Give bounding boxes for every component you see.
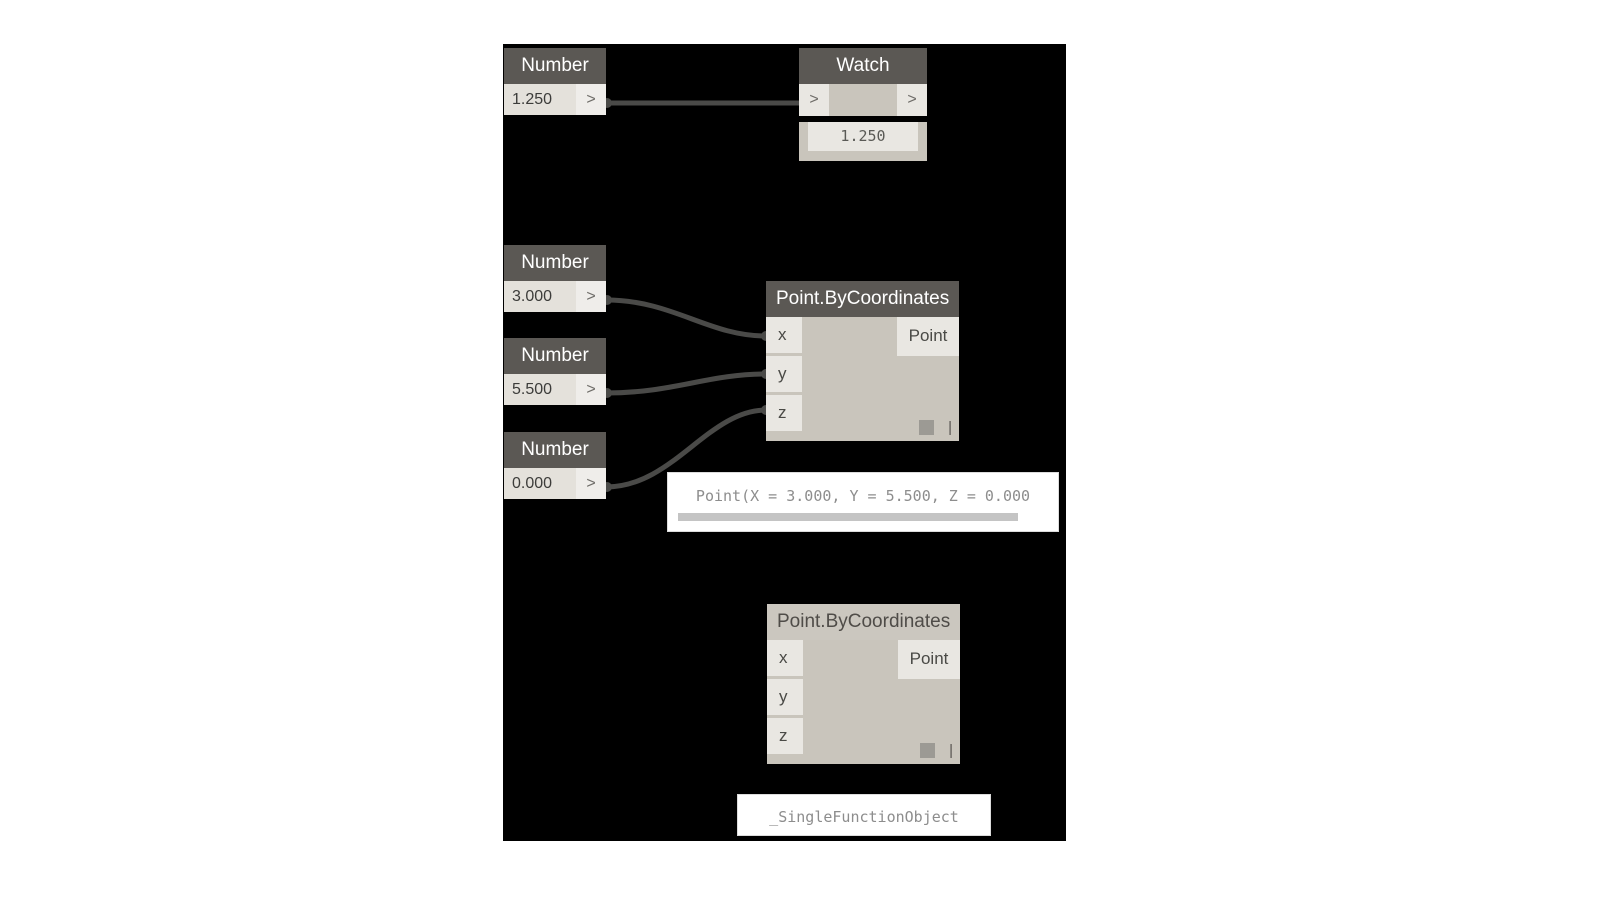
number-input-row[interactable]: 5.500 > <box>504 374 606 405</box>
square-icon[interactable] <box>920 743 936 758</box>
wire-number2-to-x <box>605 297 767 339</box>
output-port-caret-icon[interactable]: > <box>576 281 606 312</box>
port-divider <box>766 392 802 395</box>
scrollbar-thumb[interactable] <box>678 513 1019 521</box>
input-port-x[interactable]: x <box>767 640 803 676</box>
port-divider <box>767 676 803 679</box>
node-footer: | <box>919 420 952 435</box>
wire-number3-to-y <box>605 371 767 396</box>
node-number-4[interactable]: Number 0.000 > <box>504 432 606 499</box>
port-divider <box>766 353 802 356</box>
watch-value-wrap: 1.250 <box>799 122 927 161</box>
preview-text: Point(X = 3.000, Y = 5.500, Z = 0.000 <box>695 487 1031 505</box>
node-footer: | <box>920 743 953 758</box>
output-port-caret-icon[interactable]: > <box>576 374 606 405</box>
node-title: Point.ByCoordinates <box>766 281 959 317</box>
node-point-bycoordinates-bottom[interactable]: Point.ByCoordinates x y z Point | <box>767 604 960 764</box>
node-title: Number <box>504 432 606 468</box>
node-title: Point.ByCoordinates <box>767 604 960 640</box>
node-title: Watch <box>799 48 927 84</box>
node-body: x y z Point | <box>767 640 960 764</box>
input-port-z[interactable]: z <box>766 395 802 431</box>
node-number-3[interactable]: Number 5.500 > <box>504 338 606 405</box>
number-value-field[interactable]: 5.500 <box>504 374 576 405</box>
graph-canvas[interactable]: Number 1.250 > Watch > > 1.250 Number 3.… <box>503 44 1066 841</box>
input-port-list: x y z <box>767 640 803 754</box>
output-port-caret-icon[interactable]: > <box>576 468 606 499</box>
port-divider <box>767 715 803 718</box>
node-number-1[interactable]: Number 1.250 > <box>504 48 606 115</box>
square-icon[interactable] <box>919 420 935 435</box>
output-port-caret-icon[interactable]: > <box>576 84 606 115</box>
watch-port-row: > > <box>799 84 927 116</box>
vertical-bar-icon[interactable]: | <box>948 419 952 436</box>
input-port-caret-icon[interactable]: > <box>799 84 829 116</box>
number-input-row[interactable]: 3.000 > <box>504 281 606 312</box>
input-port-x[interactable]: x <box>766 317 802 353</box>
input-port-list: x y z <box>766 317 802 431</box>
number-value-field[interactable]: 3.000 <box>504 281 576 312</box>
vertical-bar-icon[interactable]: | <box>949 742 953 759</box>
node-title: Number <box>504 245 606 281</box>
node-title: Number <box>504 338 606 374</box>
output-port-point[interactable]: Point <box>897 317 959 356</box>
output-port-point[interactable]: Point <box>898 640 960 679</box>
input-port-z[interactable]: z <box>767 718 803 754</box>
output-port-caret-icon[interactable]: > <box>897 84 927 116</box>
number-value-field[interactable]: 1.250 <box>504 84 576 115</box>
preview-text: _SingleFunctionObject <box>769 808 959 826</box>
preview-bubble-point-bottom[interactable]: _SingleFunctionObject <box>737 794 991 836</box>
node-body: x y z Point | <box>766 317 959 441</box>
input-port-y[interactable]: y <box>767 679 803 715</box>
preview-bubble-point-top[interactable]: Point(X = 3.000, Y = 5.500, Z = 0.000 <box>667 472 1059 532</box>
number-input-row[interactable]: 0.000 > <box>504 468 606 499</box>
node-point-bycoordinates-top[interactable]: Point.ByCoordinates x y z Point | <box>766 281 959 441</box>
preview-scrollbar[interactable] <box>678 513 1048 521</box>
node-watch[interactable]: Watch > > 1.250 <box>799 48 927 161</box>
watch-value: 1.250 <box>808 122 918 151</box>
node-number-2[interactable]: Number 3.000 > <box>504 245 606 312</box>
input-port-y[interactable]: y <box>766 356 802 392</box>
node-title: Number <box>504 48 606 84</box>
number-input-row[interactable]: 1.250 > <box>504 84 606 115</box>
number-value-field[interactable]: 0.000 <box>504 468 576 499</box>
